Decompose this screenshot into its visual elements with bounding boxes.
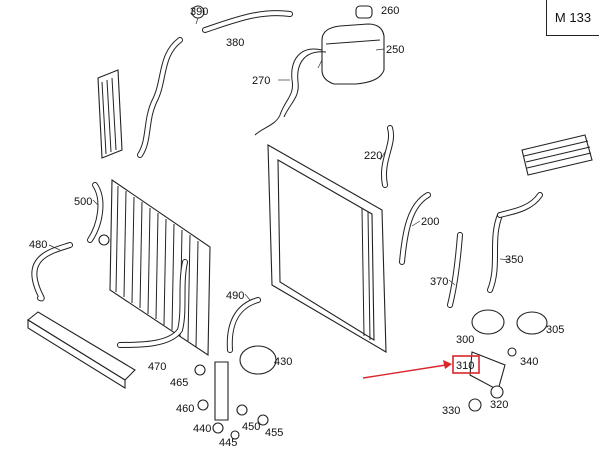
leader-lines <box>48 17 511 301</box>
callout-305: 305 <box>546 324 564 336</box>
condenser-radiator <box>109 178 211 357</box>
callout-440: 440 <box>193 423 211 435</box>
heat-exchanger <box>521 134 593 176</box>
callout-370: 370 <box>430 276 448 288</box>
callout-220: 220 <box>364 150 382 162</box>
callout-390: 390 <box>190 6 208 18</box>
callout-300: 300 <box>456 334 474 346</box>
callout-480: 480 <box>29 239 47 251</box>
callout-310: 310 <box>456 360 474 372</box>
callout-450: 450 <box>242 421 260 433</box>
callout-270: 270 <box>252 75 270 87</box>
coolant-pumps <box>239 309 548 375</box>
callout-340: 340 <box>520 356 538 368</box>
callout-460: 460 <box>176 403 194 415</box>
main-radiator <box>267 144 387 353</box>
callout-380: 380 <box>226 37 244 49</box>
callout-455: 455 <box>265 427 283 439</box>
callout-260: 260 <box>381 5 399 17</box>
callout-250: 250 <box>386 44 404 56</box>
callout-445: 445 <box>219 437 237 449</box>
lower-cooler <box>27 311 136 389</box>
callout-200: 200 <box>421 216 439 228</box>
callout-320: 320 <box>490 399 508 411</box>
callout-490: 490 <box>226 290 244 302</box>
hardware <box>98 5 517 440</box>
highlight-310 <box>362 355 480 379</box>
model-label-box: M 133 <box>546 0 599 36</box>
callout-500: 500 <box>74 196 92 208</box>
callout-labels: 390 380 260 250 270 220 200 500 480 350 … <box>29 5 564 449</box>
coolant-reservoir <box>321 5 385 85</box>
callout-350: 350 <box>505 254 523 266</box>
callout-330: 330 <box>442 405 460 417</box>
hoses <box>31 10 543 353</box>
callout-470: 470 <box>148 361 166 373</box>
callout-430: 430 <box>274 356 292 368</box>
model-label: M 133 <box>554 10 592 25</box>
callout-465: 465 <box>170 377 188 389</box>
small-cooler <box>97 69 123 159</box>
